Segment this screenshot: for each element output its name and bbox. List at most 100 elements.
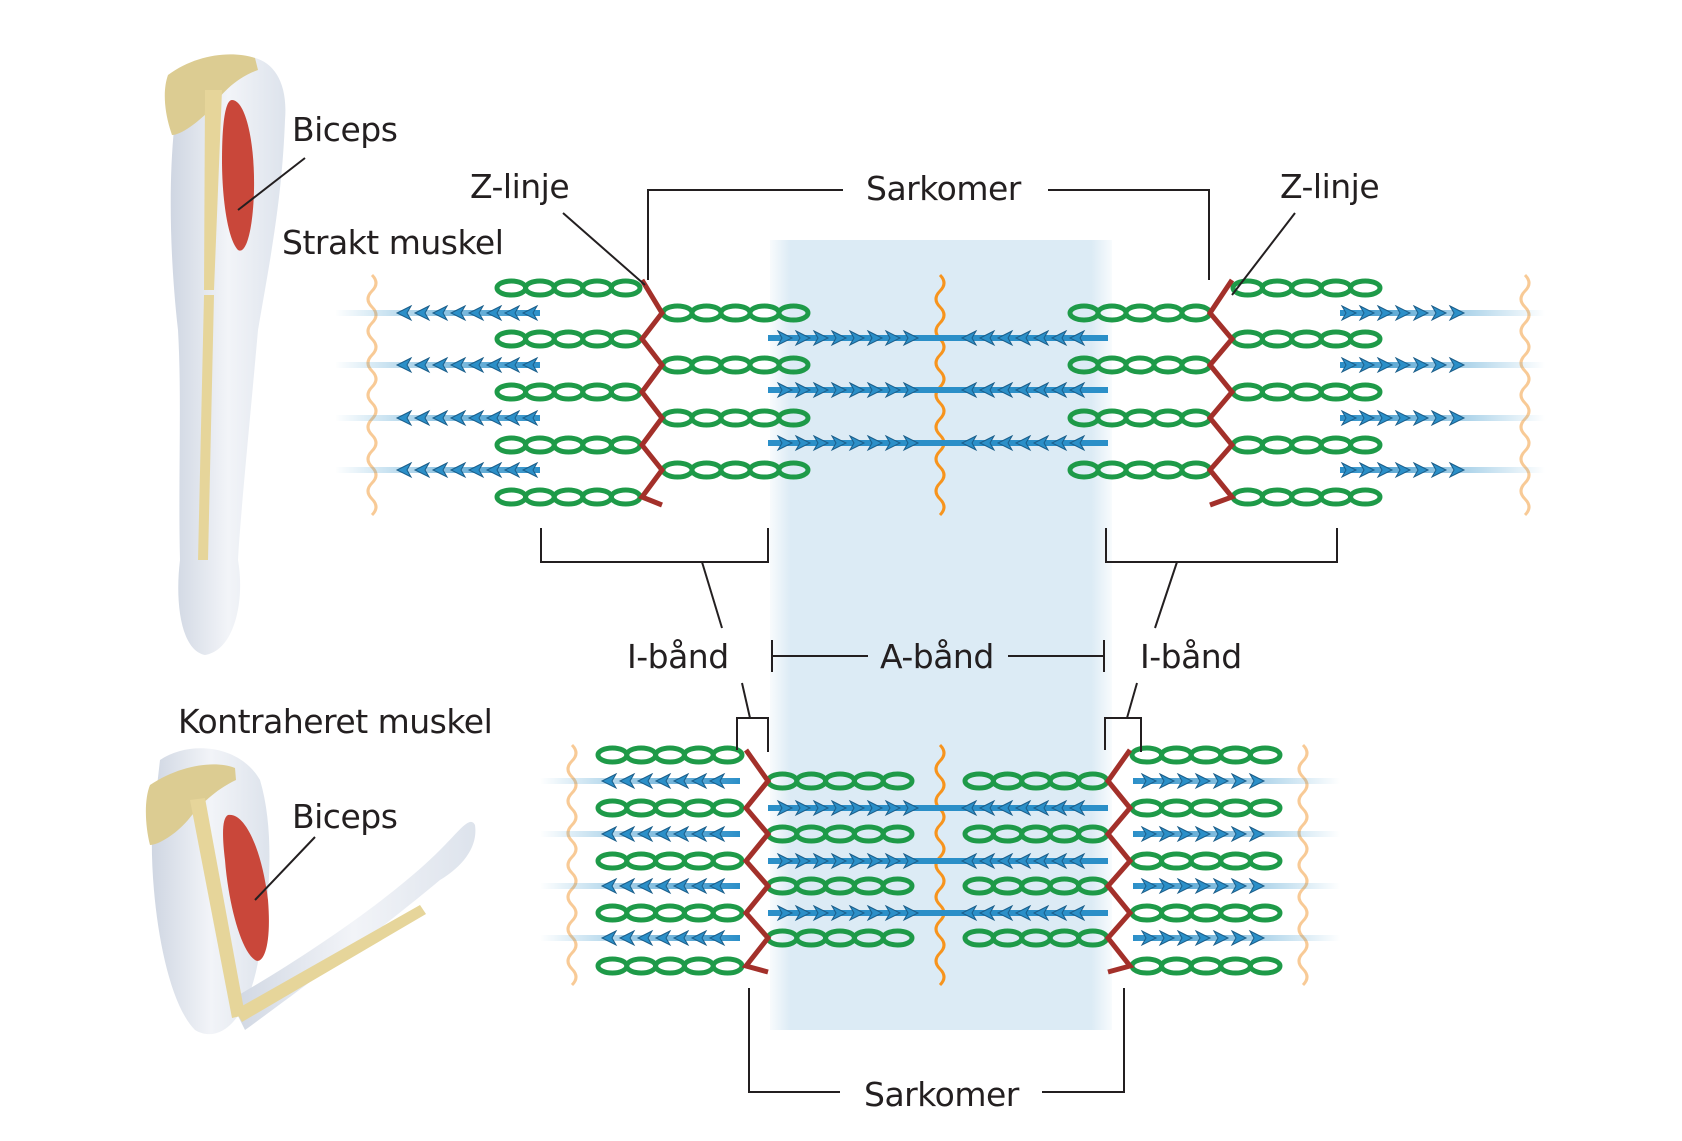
myosin-head xyxy=(1412,356,1430,374)
i-band-right-bracket xyxy=(1105,528,1338,563)
myosin-filament xyxy=(540,772,740,790)
myosin-head xyxy=(1448,304,1466,322)
actin-twist xyxy=(653,798,687,818)
myosin-head xyxy=(521,304,539,322)
actin-twist xyxy=(681,903,716,923)
actin-twist xyxy=(1159,745,1194,765)
actin-filament xyxy=(595,745,745,765)
myosin-head xyxy=(1358,356,1376,374)
actin-twist xyxy=(1230,487,1265,507)
z-line-right-label: Z-linje xyxy=(1280,167,1380,206)
titin-right-contracted xyxy=(1297,743,1309,987)
actin-filament xyxy=(494,329,643,349)
myosin-head xyxy=(485,304,503,322)
myosin-head xyxy=(902,329,920,347)
myosin-head xyxy=(1140,929,1158,947)
z-line xyxy=(1104,748,1135,975)
myosin-head xyxy=(1212,929,1230,947)
actin-twist xyxy=(551,329,586,349)
actin-twist xyxy=(1230,329,1265,349)
myosin-head xyxy=(996,434,1014,452)
myosin-head xyxy=(395,304,413,322)
myosin-head xyxy=(830,799,848,817)
myosin-head xyxy=(395,409,413,427)
myosin-head xyxy=(1430,356,1448,374)
myosin-head xyxy=(1014,381,1032,399)
actin-filament xyxy=(1230,329,1383,349)
myosin-filament xyxy=(1133,772,1340,790)
actin-twist xyxy=(1259,329,1295,349)
actin-twist xyxy=(608,487,643,507)
actin-twist xyxy=(608,382,643,402)
myosin-head xyxy=(1430,304,1448,322)
myosin-head xyxy=(776,799,794,817)
myosin-backbone xyxy=(768,387,1108,393)
myosin-head xyxy=(636,929,654,947)
sarcomere-top-bracket-right xyxy=(1048,189,1210,280)
actin-twist xyxy=(1318,382,1354,402)
actin-twist xyxy=(653,903,687,923)
actin-twist xyxy=(689,355,724,375)
myosin-head xyxy=(1032,799,1050,817)
actin-twist xyxy=(718,460,753,480)
myosin-head xyxy=(485,461,503,479)
myosin-head xyxy=(1448,409,1466,427)
myosin-head xyxy=(848,852,866,870)
myosin-head xyxy=(1376,356,1394,374)
myosin-head xyxy=(654,929,672,947)
actin-twist xyxy=(1247,745,1283,765)
actin-twist xyxy=(580,278,614,298)
myosin-head xyxy=(884,434,902,452)
i-band-right-small-bracket xyxy=(1104,717,1142,752)
myosin-head xyxy=(521,356,539,374)
myosin-head xyxy=(1032,434,1050,452)
myosin-head xyxy=(1158,772,1176,790)
actin-twist xyxy=(653,956,687,976)
actin-twist xyxy=(710,798,745,818)
myosin-head xyxy=(1050,904,1068,922)
m-line-stretched xyxy=(934,273,946,517)
myosin-head xyxy=(848,904,866,922)
sarcomere-bottom-bracket-right xyxy=(1042,988,1125,1093)
actin-twist xyxy=(1348,435,1383,455)
i-band-left-small-leader xyxy=(741,682,751,719)
actin-twist xyxy=(551,382,586,402)
actin-twist xyxy=(653,745,687,765)
myosin-filament xyxy=(540,825,740,843)
actin-twist xyxy=(1159,798,1194,818)
actin-twist xyxy=(595,798,630,818)
actin-twist xyxy=(1259,278,1295,298)
myosin-head xyxy=(1194,929,1212,947)
myosin-head xyxy=(1212,877,1230,895)
myosin-head xyxy=(449,409,467,427)
stretched-arm-illustration xyxy=(164,54,306,656)
stretched-muscle-label: Strakt muskel xyxy=(282,223,504,262)
myosin-head xyxy=(1358,304,1376,322)
actin-twist xyxy=(776,408,811,428)
myosin-head xyxy=(866,329,884,347)
actin-twist xyxy=(580,329,614,349)
myosin-head xyxy=(1014,904,1032,922)
myosin-head xyxy=(996,329,1014,347)
actin-twist xyxy=(660,460,695,480)
myosin-head xyxy=(1248,929,1266,947)
myosin-head xyxy=(794,852,812,870)
myosin-head xyxy=(1068,329,1086,347)
myosin-head xyxy=(600,929,618,947)
actin-twist xyxy=(1129,798,1165,818)
myosin-filament xyxy=(768,329,1108,347)
myosin-head xyxy=(654,877,672,895)
myosin-head xyxy=(1176,825,1194,843)
myosin-head xyxy=(1212,825,1230,843)
myosin-head xyxy=(1340,461,1358,479)
myosin-head xyxy=(1140,825,1158,843)
myosin-head xyxy=(672,772,690,790)
myosin-head xyxy=(503,461,521,479)
actin-twist xyxy=(1230,382,1265,402)
actin-twist xyxy=(710,745,745,765)
myosin-head xyxy=(521,409,539,427)
myosin-head xyxy=(812,904,830,922)
actin-twist xyxy=(1259,382,1295,402)
actin-twist xyxy=(1230,435,1265,455)
myosin-head xyxy=(1230,825,1248,843)
